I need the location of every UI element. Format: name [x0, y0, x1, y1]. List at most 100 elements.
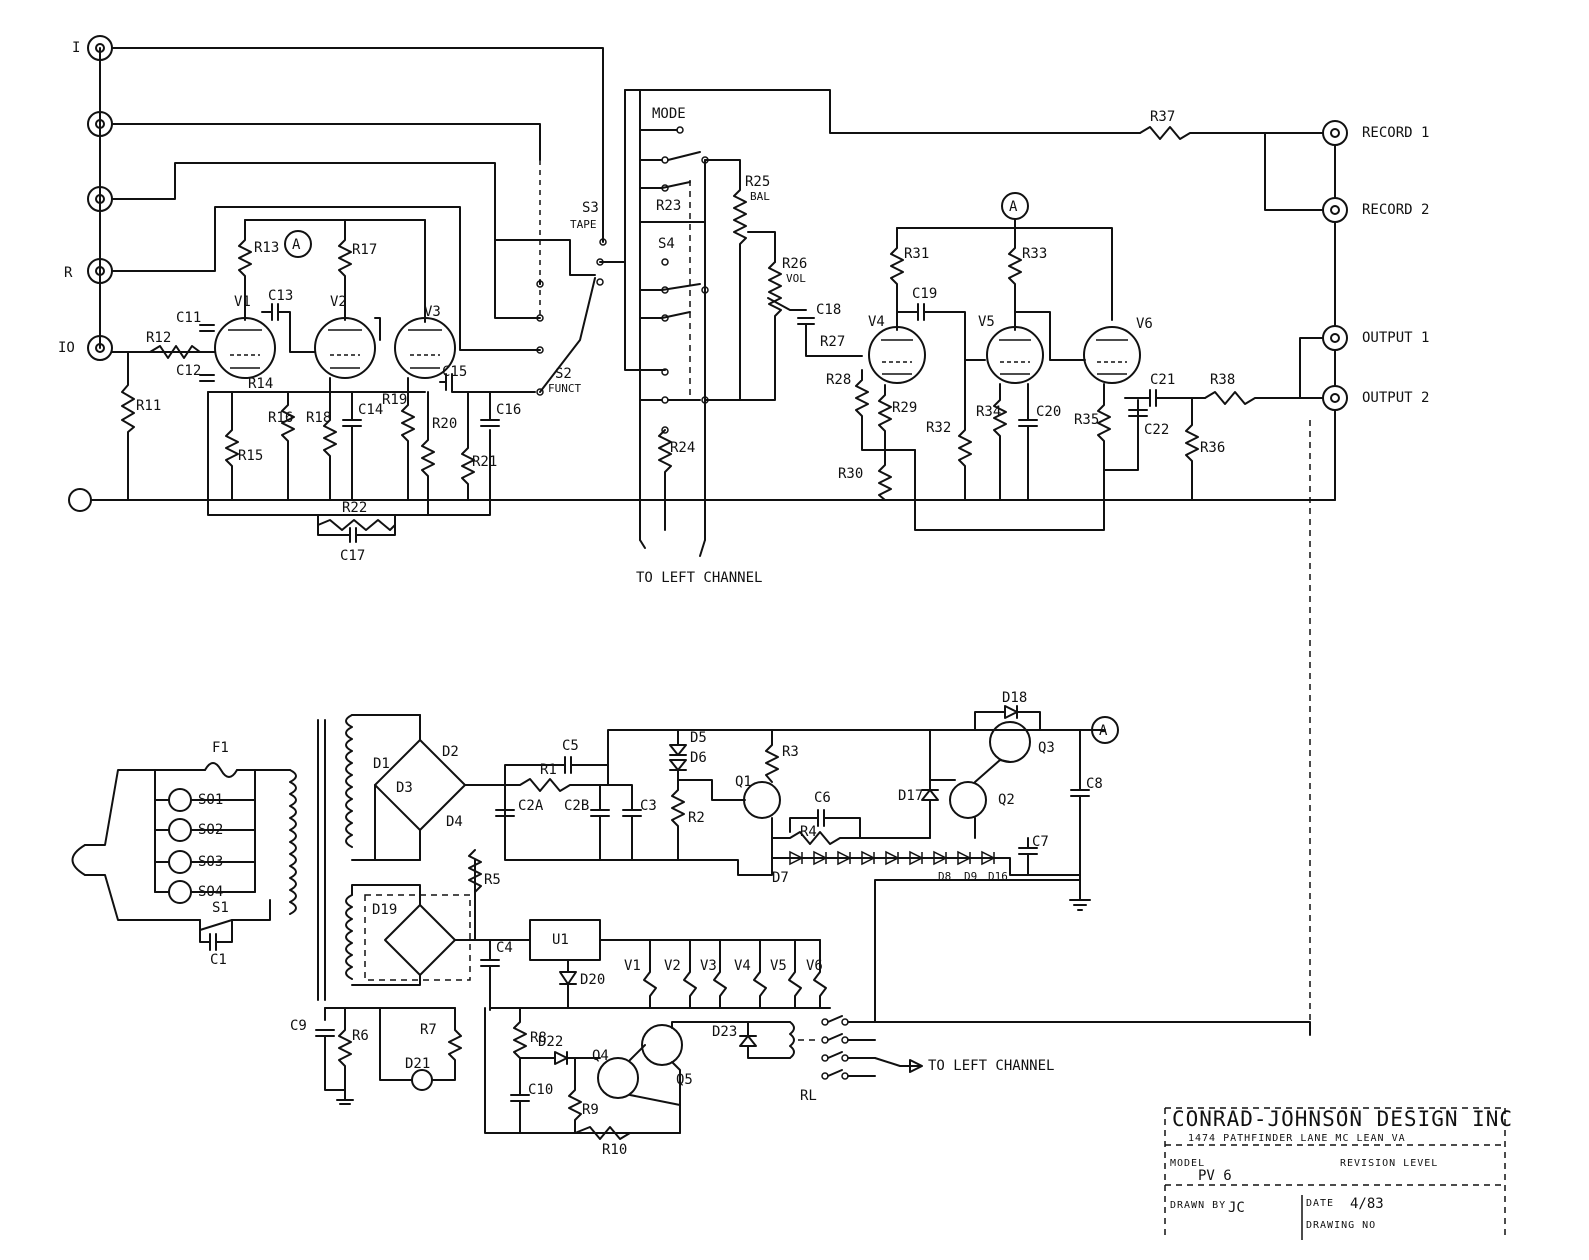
ac-plug-icon [71, 844, 86, 876]
model-value: PV 6 [1198, 1168, 1232, 1184]
d8-label: D8 [938, 870, 951, 883]
heater-v2-label: V2 [664, 958, 681, 974]
q3-label: Q3 [1038, 740, 1055, 756]
d1-label: D1 [373, 756, 390, 772]
r27-label: R27 [820, 334, 845, 350]
c2a-label: C2A [518, 798, 544, 814]
r32-label: R32 [926, 420, 951, 436]
v4-label: V4 [868, 314, 885, 330]
output-jacks: RECORD 1 RECORD 2 OUTPUT 1 OUTPUT 2 [1309, 120, 1429, 1035]
v2-label: V2 [330, 294, 347, 310]
r29-label: R29 [892, 400, 917, 416]
date-value: 4/83 [1350, 1196, 1384, 1212]
svg-text:A: A [1009, 199, 1018, 215]
d20-label: D20 [580, 972, 605, 988]
r8-label: R8 [530, 1030, 547, 1046]
r5-label: R5 [484, 872, 501, 888]
heater-v5-label: V5 [770, 958, 787, 974]
heater-v6-label: V6 [806, 958, 823, 974]
r22-label: R22 [342, 500, 367, 516]
to-left-channel-top: TO LEFT CHANNEL [636, 570, 762, 586]
f1-label: F1 [212, 740, 229, 756]
d19-label: D19 [372, 902, 397, 918]
node-a-phono [284, 230, 312, 258]
ground-jack [68, 488, 92, 512]
d5-label: D5 [690, 730, 707, 746]
node-a-power [1091, 716, 1119, 744]
line-stage: R37 A R31 R33 C19 V4 V5 V6 R27 R28 R2 [624, 89, 1323, 531]
drawing-no-label: DRAWING NO [1306, 1220, 1376, 1231]
input-label-r: R [64, 265, 73, 281]
r9-label: R9 [582, 1102, 599, 1118]
r25-label: R25 [745, 174, 770, 190]
r20-label: R20 [432, 416, 457, 432]
c3-label: C3 [640, 798, 657, 814]
d7-label: D7 [772, 870, 789, 886]
svg-text:A: A [1099, 723, 1108, 739]
s1-label: S1 [212, 900, 229, 916]
c7-label: C8 [1086, 776, 1103, 792]
c9-label: C9 [290, 1018, 307, 1034]
r17-label: R17 [352, 242, 377, 258]
r10-label: R10 [602, 1142, 627, 1158]
d2-label: D2 [442, 744, 459, 760]
company-name: CONRAD-JOHNSON DESIGN INC [1172, 1107, 1513, 1131]
input-label-top: I [72, 40, 80, 56]
v3-label: V3 [424, 304, 441, 320]
r35-label: R35 [1074, 412, 1099, 428]
r36-label: R36 [1200, 440, 1225, 456]
d3-label: D3 [396, 780, 413, 796]
d19-bridge-box [364, 894, 471, 981]
r34-label: R34 [976, 404, 1001, 420]
r1-label: R1 [540, 762, 557, 778]
c15-label: C15 [442, 364, 467, 380]
q5-label: Q5 [676, 1072, 693, 1088]
c2b-label: C2B [564, 798, 589, 814]
drawn-by-value: JC [1228, 1200, 1245, 1216]
r33-label: R33 [1022, 246, 1047, 262]
d18-label: D18 [1002, 690, 1027, 706]
c22-label: C22 [1144, 422, 1169, 438]
r2-label: R2 [688, 810, 705, 826]
heater-v3-label: V3 [700, 958, 717, 974]
r19-label: R19 [382, 392, 407, 408]
r26-label: R26 [782, 256, 807, 272]
r13-label: R13 [254, 240, 279, 256]
s2-sub-label: FUNCT [548, 382, 581, 395]
r31-label: R31 [904, 246, 929, 262]
c12-label: C12 [176, 363, 201, 379]
r24-label: R24 [670, 440, 695, 456]
heater-strings [489, 939, 831, 1009]
c13-label: C13 [268, 288, 293, 304]
d17-label: D17 [898, 788, 923, 804]
r23-label: R23 [656, 198, 681, 214]
phono-stage: R11 R12 A R13 R17 V1 V2 V3 C11 [111, 219, 536, 564]
c16-label: C16 [496, 402, 521, 418]
c17-label: C17 [340, 548, 365, 564]
s4-label: S4 [658, 236, 675, 252]
power-supply: F1 SO1 SO2 SO3 SO4 S1 C1 D1 D2 D3 [71, 690, 1311, 1158]
heater-v4-label: V4 [734, 958, 751, 974]
c20-label: C20 [1036, 404, 1061, 420]
s3-label: S3 [582, 200, 599, 216]
input-label-io: IO [58, 340, 75, 356]
v1-label: V1 [234, 294, 251, 310]
zener-diode-string [789, 850, 996, 866]
record1-label: RECORD 1 [1362, 125, 1429, 141]
d9-label: D9 [964, 870, 977, 883]
u1-label: U1 [552, 932, 569, 948]
c4-label: C5 [562, 738, 579, 754]
c10-label: C10 [528, 1082, 553, 1098]
d21-label: D21 [405, 1056, 430, 1072]
c11-label: C11 [176, 310, 201, 326]
r11-label: R11 [136, 398, 161, 414]
s3-sub-label: TAPE [570, 218, 597, 231]
input-routing-wires [111, 47, 604, 351]
r6-label: R6 [352, 1028, 369, 1044]
relay-contacts [821, 879, 1311, 1080]
switch-section: S3 TAPE S2 FUNCT MODE R23 S4 [536, 89, 863, 586]
rl-label: RL [800, 1088, 817, 1104]
output2-label: OUTPUT 2 [1362, 390, 1429, 406]
